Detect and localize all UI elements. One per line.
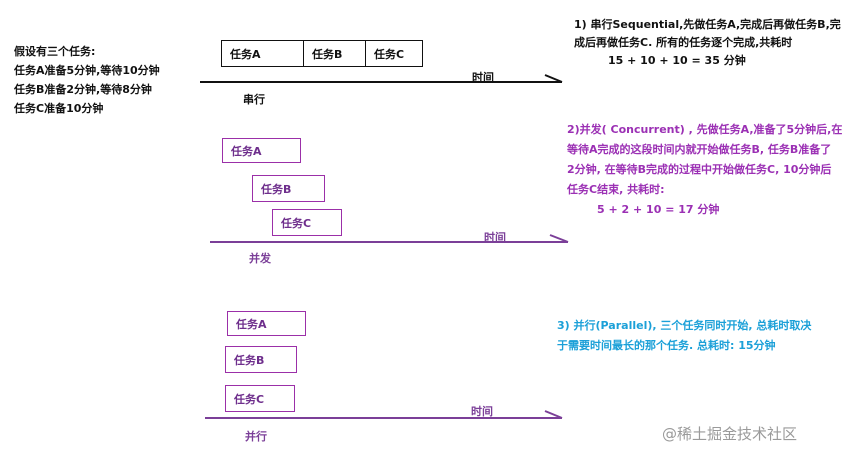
desc-line: 15 + 10 + 10 = 35 分钟 [608, 54, 746, 67]
concurrent-time-arrow [210, 234, 569, 243]
task-label: 任务B [261, 182, 292, 196]
parallel-description: 3) 并行(Parallel), 三个任务同时开始, 总耗时取决 于需要时间最长… [557, 316, 811, 356]
sequential-task-a: 任务A [221, 40, 304, 67]
sequential-axis-label: 时间 [472, 71, 494, 84]
task-label: 任务A [236, 317, 267, 331]
parallel-task-a: 任务A [227, 311, 306, 336]
intro-line: 任务C准备10分钟 [14, 102, 104, 115]
intro-line: 假设有三个任务: [14, 45, 96, 58]
parallel-label: 并行 [245, 430, 267, 443]
task-label: 任务C [234, 392, 265, 406]
task-label: 任务A [231, 144, 262, 158]
concurrent-task-a: 任务A [222, 138, 301, 163]
desc-line: 3) 并行(Parallel), 三个任务同时开始, 总耗时取决 [557, 319, 812, 332]
desc-line: 等待A完成的这段时间内就开始做任务B, 任务B准备了 [567, 143, 832, 156]
concurrent-task-c: 任务C [272, 209, 342, 236]
sequential-task-b: 任务B [303, 40, 366, 67]
concurrent-label: 并发 [249, 252, 271, 265]
desc-line: 5 + 2 + 10 = 17 分钟 [597, 203, 720, 216]
sequential-time-arrow [200, 74, 563, 83]
intro-line: 任务A准备5分钟,等待10分钟 [14, 64, 160, 77]
desc-line: 2分钟, 在等待B完成的过程中开始做任务C, 10分钟后 [567, 163, 832, 176]
concurrent-axis-label: 时间 [484, 231, 506, 244]
desc-line: 2)并发( Concurrent) , 先做任务A,准备了5分钟后,在 [567, 123, 842, 136]
parallel-task-b: 任务B [225, 346, 297, 373]
parallel-task-c: 任务C [225, 385, 295, 412]
sequential-description: 1) 串行Sequential,先做任务A,完成后再做任务B,完 成后再做任务C… [574, 16, 841, 70]
desc-line: 于需要时间最长的那个任务. 总耗时: 15分钟 [557, 339, 776, 352]
task-label: 任务B [234, 353, 265, 367]
parallel-time-arrow [205, 410, 563, 419]
parallel-axis-label: 时间 [471, 405, 493, 418]
desc-line: 1) 串行Sequential,先做任务A,完成后再做任务B,完 [574, 18, 841, 31]
sequential-task-c: 任务C [365, 40, 423, 67]
sequential-label: 串行 [243, 93, 265, 106]
task-label: 任务C [374, 47, 405, 61]
task-label: 任务B [312, 47, 343, 61]
intro-line: 任务B准备2分钟,等待8分钟 [14, 83, 152, 96]
task-label: 任务C [281, 216, 312, 230]
concurrent-task-b: 任务B [252, 175, 325, 202]
watermark: @稀土掘金技术社区 [662, 425, 798, 443]
intro-text: 假设有三个任务: 任务A准备5分钟,等待10分钟 任务B准备2分钟,等待8分钟 … [14, 42, 160, 118]
concurrent-description: 2)并发( Concurrent) , 先做任务A,准备了5分钟后,在 等待A完… [567, 120, 842, 220]
task-label: 任务A [230, 47, 261, 61]
desc-line: 任务C结束, 共耗时: [567, 183, 665, 196]
desc-line: 成后再做任务C. 所有的任务逐个完成,共耗时 [574, 36, 793, 49]
